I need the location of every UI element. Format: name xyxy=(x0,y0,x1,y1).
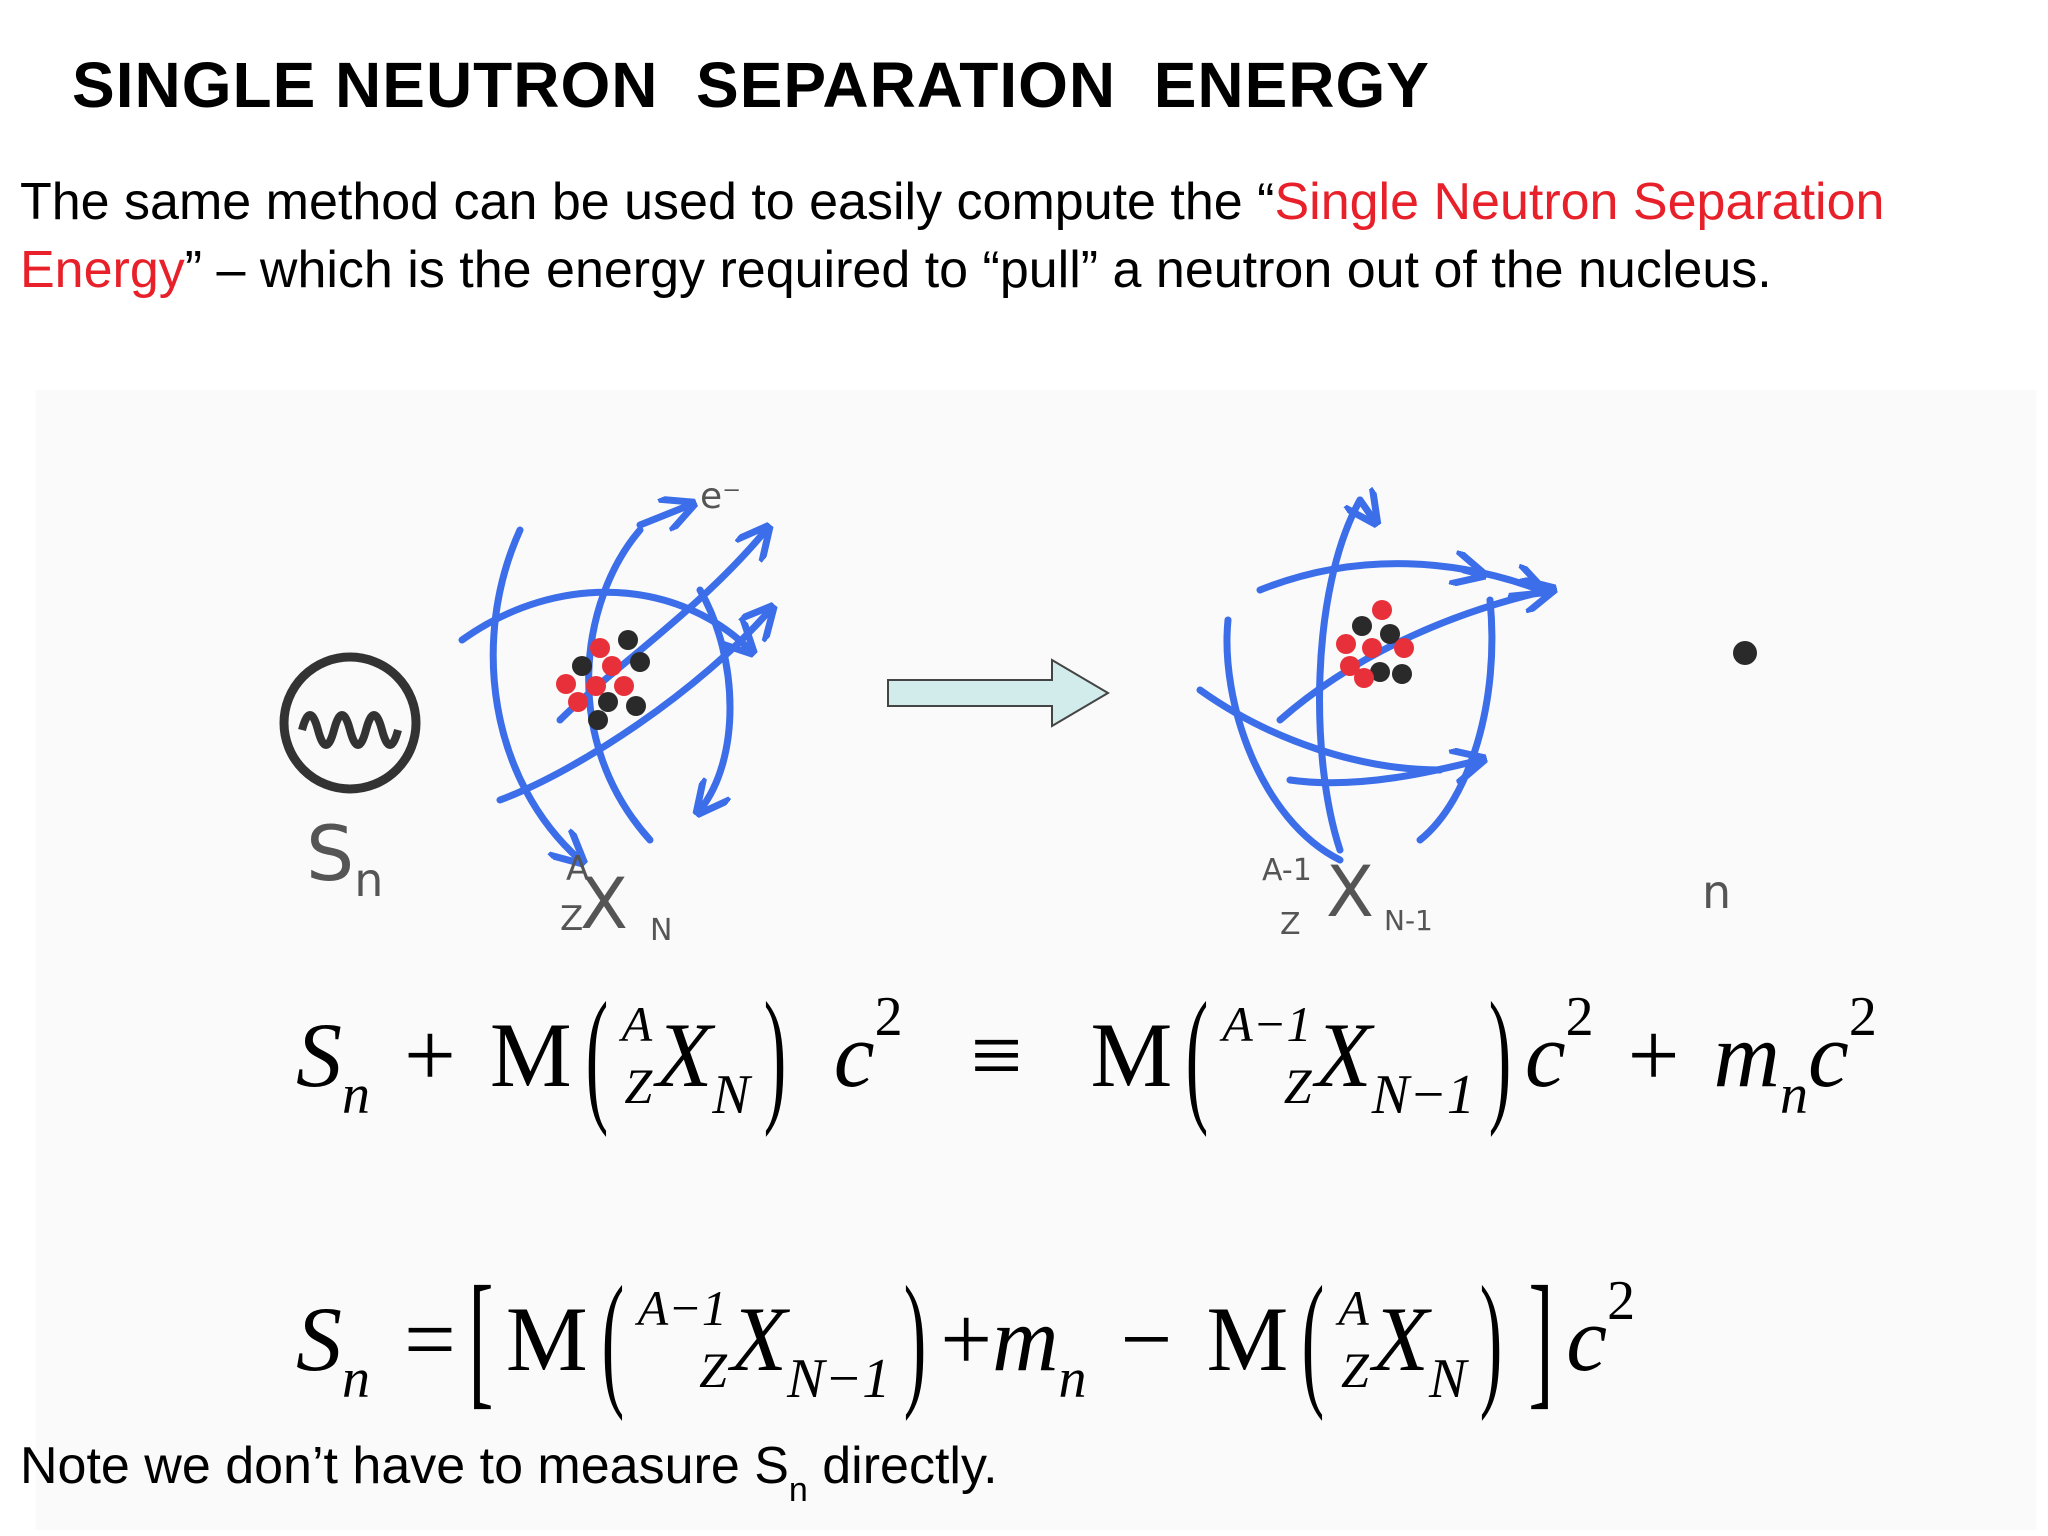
reaction-diagram: Sn e⁻ A Z X N xyxy=(279,476,1757,948)
sn-label: Sn xyxy=(306,809,383,907)
electron-label: e⁻ xyxy=(700,476,741,517)
svg-text:X: X xyxy=(580,863,628,945)
reaction-arrow-icon xyxy=(887,658,1110,728)
note-text: Note we don’t have to measure Sn directl… xyxy=(20,1437,998,1509)
left-nucleus xyxy=(556,630,650,730)
intro-text-1: The same method can be used to easily co… xyxy=(20,173,1275,231)
neutron-label: n xyxy=(1702,865,1731,919)
svg-text:N-1: N-1 xyxy=(1384,904,1433,937)
svg-text:Z: Z xyxy=(560,899,583,939)
svg-text:N: N xyxy=(650,913,672,948)
svg-text:Z: Z xyxy=(1280,907,1301,942)
intro-text-2: ” – which is the energy required to “pul… xyxy=(184,241,1772,299)
right-nucleus xyxy=(1336,600,1414,688)
slide-title: SINGLE NEUTRON SEPARATION ENERGY xyxy=(72,49,1430,121)
photon-icon xyxy=(279,652,421,794)
svg-text:A-1: A-1 xyxy=(1262,853,1312,888)
figure-panel xyxy=(36,390,2036,1530)
intro-highlight: Single Neutron Separation Energy xyxy=(20,173,1885,299)
right-nucleus-symbol: A-1 Z X N-1 xyxy=(1262,851,1433,942)
svg-text:A: A xyxy=(566,849,589,889)
svg-text:X: X xyxy=(1326,851,1374,933)
intro-paragraph: The same method can be used to easily co… xyxy=(20,168,2030,304)
left-nucleus-symbol: A Z X N xyxy=(560,849,672,948)
right-atom-orbits xyxy=(1196,500,1550,864)
free-neutron-icon xyxy=(1733,641,1757,665)
